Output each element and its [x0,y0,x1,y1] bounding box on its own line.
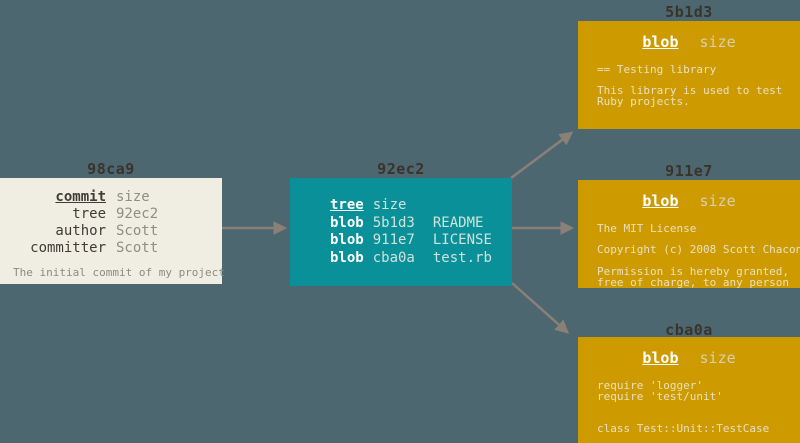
tree-entry-hash: 911e7 [372,232,415,248]
tree-row-header: tree size [330,197,512,215]
blob-type-label: blob [642,349,679,367]
tree-key: tree [330,197,364,213]
blob-size-label: size [699,33,736,51]
blob-size-label: size [699,192,736,210]
tree-entry-filename: README [432,214,484,231]
tree-entry-license: blob 911e7 LICENSE [330,232,512,250]
tree-entry-type: blob [330,214,364,231]
blob-5b1d3-hash-label: 5b1d3 [665,3,713,21]
commit-value-author: Scott [116,223,159,239]
commit-value-tree-hash: 92ec2 [116,206,159,222]
blob-type-label: blob [642,192,679,210]
tree-entry-type: blob [330,232,364,248]
tree-entry-hash: 5b1d3 [372,214,415,231]
commit-row-tree: tree 92ec2 [0,206,222,223]
commit-key-committer: committer [30,240,106,256]
blob-header: blob size [578,350,800,366]
blob-size-label: size [699,349,736,367]
arrow-tree-to-blob-5b1d3 [510,131,574,180]
commit-row-committer: committer Scott [0,240,222,257]
commit-value-committer: Scott [116,240,159,256]
tree-hash-label: 92ec2 [377,160,425,178]
blob-content: The MIT License Copyright (c) 2008 Scott… [597,222,800,289]
arrow-tree-to-blob-cba0a [511,282,570,334]
tree-object-box: tree size blob 5b1d3 README blob 911e7 L… [290,178,512,286]
commit-message: The initial commit of my project [13,266,225,279]
commit-key-commit: commit [55,189,106,205]
commit-key-author: author [55,223,106,239]
tree-entry-type: blob [330,249,364,266]
commit-value-size: size [116,189,150,205]
blob-header: blob size [578,193,800,209]
commit-key-tree: tree [72,206,106,222]
commit-row-author: author Scott [0,223,222,240]
blob-object-box-5b1d3: blob size == Testing library This librar… [578,21,800,129]
commit-object-box: commit size tree 92ec2 author Scott comm… [0,178,225,284]
commit-hash-label: 98ca9 [87,160,135,178]
blob-content: == Testing library This library is used … [597,63,783,109]
tree-entry-filename: test.rb [432,249,492,266]
blob-header: blob size [578,34,800,50]
blob-object-box-cba0a: blob size require 'logger' require 'test… [578,337,800,443]
blob-content: require 'logger' require 'test/unit' cla… [597,379,770,435]
blob-911e7-hash-label: 911e7 [665,162,713,180]
tree-entry-testrb: blob cba0a test.rb [330,250,512,268]
commit-row-header: commit size [0,189,222,206]
tree-entry-hash: cba0a [372,249,415,266]
tree-entry-readme: blob 5b1d3 README [330,215,512,233]
blob-type-label: blob [642,33,679,51]
tree-value-size: size [372,197,407,213]
blob-object-box-911e7: blob size The MIT License Copyright (c) … [578,180,800,288]
tree-entry-filename: LICENSE [432,232,492,248]
blob-cba0a-hash-label: cba0a [665,321,713,339]
